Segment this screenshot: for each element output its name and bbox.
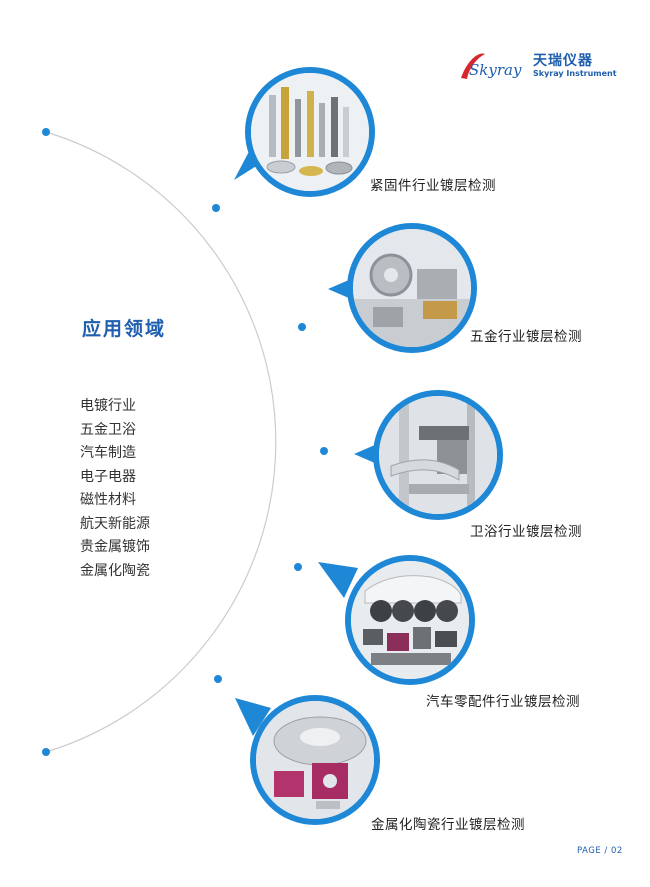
brand-logo: Skyray 天瑞仪器 Skyray Instrument [455, 48, 617, 84]
arc-dot [42, 748, 50, 756]
case-caption: 金属化陶瓷行业镀层检测 [371, 817, 525, 833]
arc-dot [320, 447, 328, 455]
case-bubble-hardware [328, 218, 482, 358]
application-item: 磁性材料 [80, 492, 136, 508]
application-item: 五金卫浴 [80, 421, 136, 438]
fasteners-photo [245, 67, 375, 197]
application-item: 电子电器 [80, 468, 136, 485]
logo-script: Skyray [469, 61, 522, 79]
faucet-photo [373, 390, 503, 520]
application-item: 航天新能源 [80, 515, 150, 532]
case-bubble-faucet [354, 385, 508, 525]
section-title: 应用领域 [82, 318, 167, 340]
application-item: 电镀行业 [80, 398, 136, 414]
arc-dot [214, 675, 222, 683]
page-number: PAGE / 02 [577, 846, 623, 856]
hardware-photo [347, 223, 477, 353]
skyray-logo-mark: Skyray [461, 53, 522, 79]
application-item: 贵金属镀饰 [80, 539, 150, 555]
case-bubble-fasteners [234, 62, 380, 202]
case-bubble-auto-parts [318, 550, 480, 690]
logo-english-name: Skyray Instrument [533, 69, 617, 78]
bubble-tail [235, 698, 271, 736]
case-caption: 紧固件行业镀层检测 [370, 178, 496, 194]
ceramic-photo [250, 695, 380, 825]
case-bubble-ceramic [235, 690, 385, 830]
auto-parts-photo [345, 555, 475, 685]
application-item: 金属化陶瓷 [80, 562, 150, 579]
case-caption: 汽车零配件行业镀层检测 [426, 694, 580, 710]
arc-dot [298, 323, 306, 331]
case-caption: 五金行业镀层检测 [470, 329, 582, 345]
logo-chinese-name: 天瑞仪器 [533, 53, 593, 69]
application-list: 电镀行业 五金卫浴 汽车制造 电子电器 磁性材料 航天新能源 贵金属镀饰 金属化… [80, 395, 150, 583]
bubble-tail [318, 562, 358, 598]
arc-dot [212, 204, 220, 212]
application-item: 汽车制造 [80, 445, 136, 461]
case-caption: 卫浴行业镀层检测 [470, 524, 582, 540]
arc-dot [294, 563, 302, 571]
arc-dot [42, 128, 50, 136]
